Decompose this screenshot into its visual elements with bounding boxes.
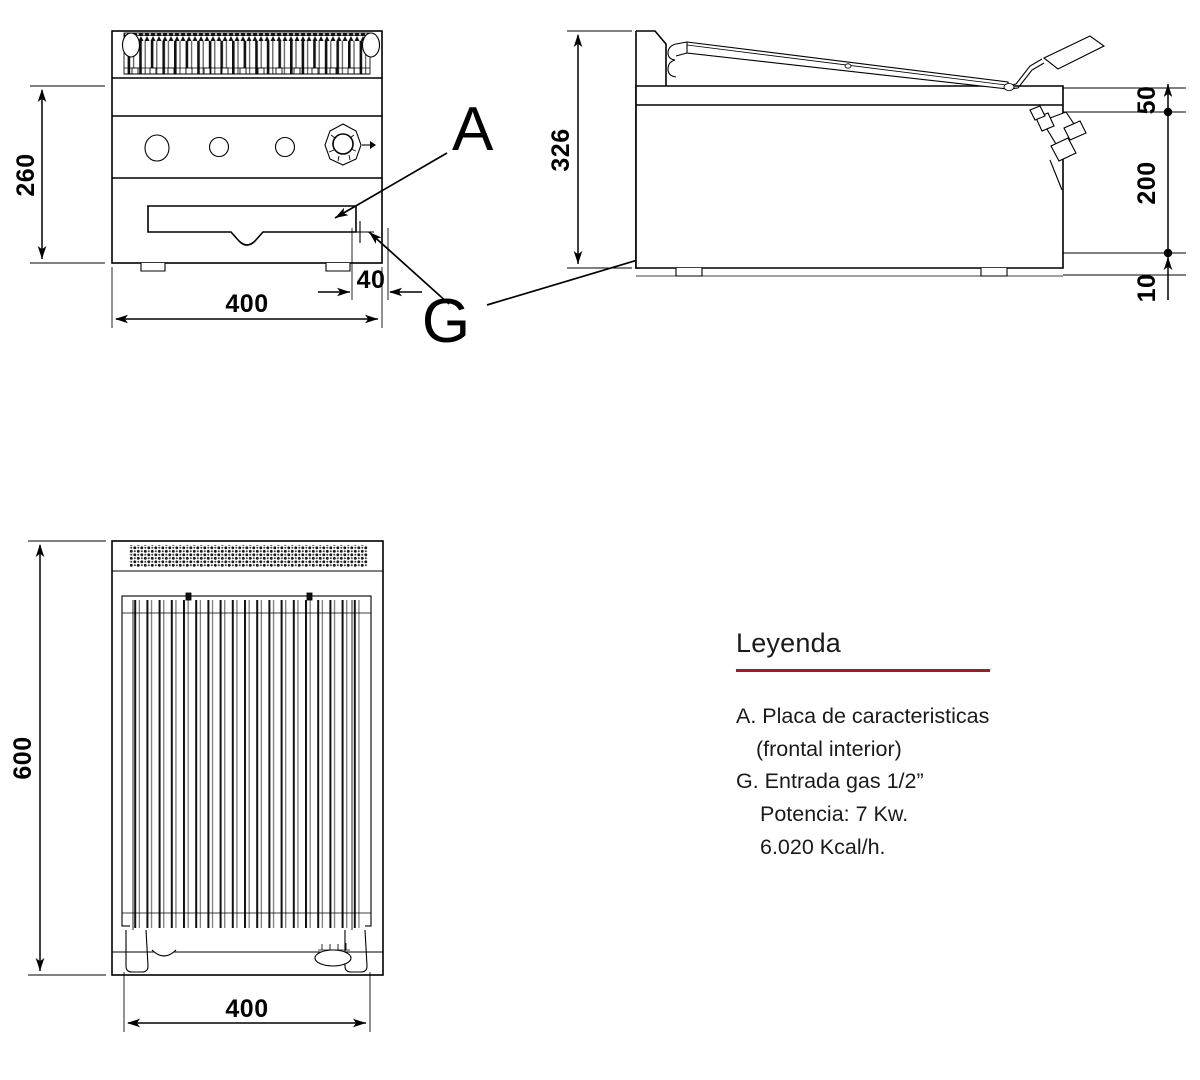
dimension-side-total-height: 326 [547,30,632,269]
front-top-grill [121,32,381,75]
legend-line-g-main: G. Entrada gas 1/2” [736,769,924,794]
dim-label-side-top-band: 50 [1133,86,1161,115]
front-burner-hole-2 [208,136,230,158]
side-feet [675,268,1008,277]
plan-gas-inlet-boss [314,943,352,967]
front-feet [140,263,351,272]
dimension-side-top-band: 50 [1133,84,1173,117]
dim-label-front-height: 260 [12,153,40,196]
callout-a-leader: A [334,95,494,219]
dim-label-side-foot-height: 10 [1133,274,1161,303]
front-elevation-view: 260 400 40 A [12,30,662,356]
dim-label-front-width: 400 [225,290,268,318]
plan-handle-posts [125,600,368,973]
plan-drain-notch [151,949,177,957]
front-gas-inlet-crosshair [352,221,374,243]
legend-panel: Leyenda A. Placa de caracteristicas (fro… [736,628,1036,863]
dimension-side-foot-height: 10 [1133,257,1173,303]
legend-title: Leyenda [736,628,841,658]
front-burner-hole-3 [274,136,296,158]
dim-label-side-total-height: 326 [547,128,575,171]
legend-line-g-power: Potencia: 7 Kw. [760,802,909,827]
plan-grate-locators [185,592,313,601]
callout-a-label: A [452,95,494,164]
dim-label-plan-depth: 600 [9,736,37,779]
legend-line-a-main: A. Placa de caracteristicas [736,704,990,729]
legend-entry-list: A. Placa de caracteristicas (frontal int… [736,700,1036,863]
dimension-side-body-height: 200 [1133,112,1173,258]
dimension-plan-depth: 600 [9,540,106,976]
legend-line-a-sub: (frontal interior) [756,736,902,761]
plan-grill-bars [122,600,371,928]
dim-label-front-offset: 40 [357,266,386,294]
dimension-front-offset: 40 [318,228,422,300]
dimension-front-width: 400 [111,267,383,328]
legend-line-g-kcal: 6.020 Kcal/h. [760,834,886,859]
legend-accent-rule [736,669,990,673]
front-drip-tray [147,205,357,246]
dimension-front-height: 260 [12,85,105,264]
dim-label-side-body-height: 200 [1133,161,1161,204]
dimension-plan-width: 400 [123,972,371,1032]
callout-g-leader: G [368,231,662,356]
side-body-outline [635,85,1064,269]
front-grill-end-cap-right [361,32,381,58]
front-control-knob[interactable] [324,123,376,166]
dim-label-plan-width: 400 [225,995,268,1023]
side-elevation-view: 326 50 200 [547,30,1186,303]
front-grill-end-cap-left [121,32,141,58]
callout-g-label: G [422,287,470,356]
side-tilted-grate [667,35,1106,91]
plan-view: 600 400 [9,540,384,1032]
front-burner-hole-1 [144,134,170,162]
plan-rear-vent-band [112,545,383,572]
side-gas-valve-fitting [1029,105,1087,191]
